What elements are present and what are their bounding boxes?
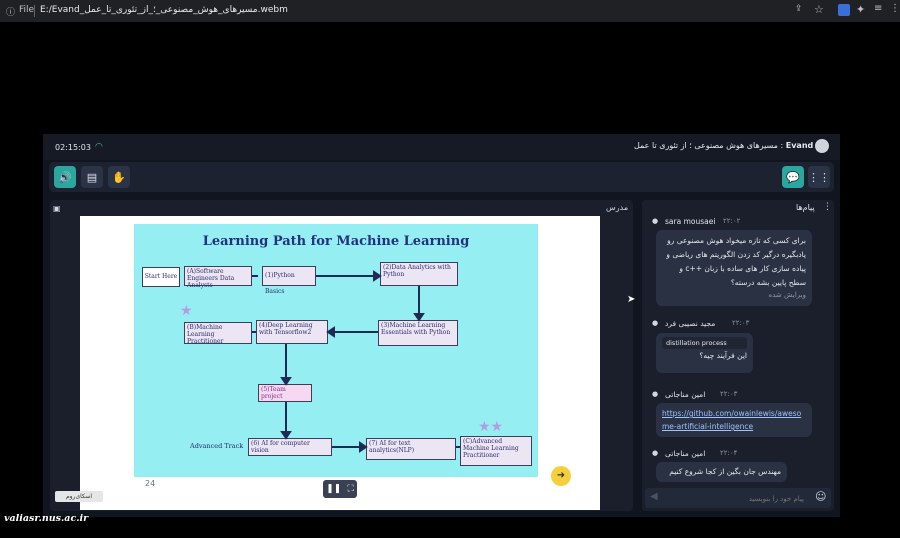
chat-menu-icon[interactable]: ⋮ [823,202,832,212]
meeting-title: Evand : مسیرهای هوش مصنوعی ؛ از تئوری تا… [634,141,814,150]
advanced-track-label: Advanced Track [190,442,244,450]
chat-link[interactable]: https://github.com/owainlewis/awesome-ar… [656,403,812,437]
message-author: امین مناجاتی [665,390,706,399]
control-toolbar [49,162,834,192]
chat-toggle-button[interactable]: 💬 [782,166,804,188]
files-button[interactable]: ▤ [81,166,103,188]
brand-name: Evand [785,141,814,150]
message-text: برای کسی که تازه میخواد هوش مصنوعی رو یا… [666,236,806,287]
step-3-box: (3)Machine Learning Essentials with Pyth… [378,320,458,346]
flow-arrows [252,270,460,453]
quoted-text: distillation process [662,337,747,349]
emoji-icon[interactable]: ☺ [815,490,827,503]
star-icon: ★★ [478,419,504,435]
extensions-puzzle-icon[interactable]: ✦ [856,3,866,16]
apps-grid-button[interactable]: ⋮⋮ [808,166,830,188]
star-icon: ★ [180,303,193,319]
hand-icon: ✋ [112,170,126,184]
chat-message: مهندس جان بگین از کجا شروع کنیم [656,462,787,482]
send-icon[interactable]: ◀ [650,491,658,502]
message-author: مجید نصیبی فرد [665,319,716,328]
chat-icon: 💬 [786,170,800,184]
next-slide-button[interactable]: ➜ [551,466,571,486]
presenter-label: مدرس [606,203,629,212]
step-c-box: (C)Advanced Machine Learning Practitione… [460,436,532,466]
slide-title: Learning Path for Machine Learning [202,234,470,249]
message-author: sara mousaei [665,217,716,226]
message-author: امین مناجاتی [665,449,706,458]
step-6-box: (6) AI for computer vision [248,438,332,456]
step-5-box: (5)Team project [258,384,312,402]
clock: 02:15:03 [55,143,91,152]
message-time: ۲۲:۰۳ [720,390,738,398]
step-7-box: (7) AI for text analytics(NLP) [366,438,456,460]
address-bar[interactable]: E:/Evand_مسیرهای_هوش_مصنوعی_؛_از_تئوری_ت… [40,5,288,15]
step-2-box: (2)Data Analytics with Python [380,262,458,286]
top-bar [43,134,840,160]
message-time: ۲۲:۰۳ [732,319,750,327]
chat-header: پیام‌ها [796,203,815,212]
user-icon: ● [652,449,659,457]
folder-icon: ▤ [86,170,98,184]
raise-hand-button[interactable]: ✋ [108,166,130,188]
file-label: File [19,5,35,15]
watermark: valiasr.nus.ac.ir [4,513,89,524]
slide: Learning Path for Machine Learning Start… [134,224,538,477]
pause-icon[interactable]: ❚❚ [326,484,342,494]
user-icon: ● [652,319,659,327]
avatar[interactable] [815,139,829,153]
page-number: 24 [145,479,156,488]
step-1-box: (1)Python Basics [262,266,316,295]
chat-message: برای کسی که تازه میخواد هوش مصنوعی رو یا… [656,230,812,306]
message-time: ۲۲:۰۲ [723,217,741,225]
chat-message: distillation process این فرآیند چیه؟ [656,333,753,373]
wifi-icon: ◠ [95,142,103,152]
skyroom-badge: اسکای‌روم [55,491,103,502]
share-icon[interactable]: ⇪ [795,4,803,14]
message-text: این فرآیند چیه؟ [699,351,747,360]
grid-icon: ⋮⋮ [808,170,830,184]
extension-icon[interactable] [838,4,850,16]
message-time: ۲۲:۰۴ [720,449,738,457]
bookmark-star-icon[interactable]: ☆ [814,3,824,16]
user-icon: ● [652,390,659,398]
info-icon[interactable]: ⓘ [6,8,16,18]
fullscreen-icon[interactable]: ⛶ [347,484,354,494]
message-input[interactable] [662,490,806,507]
start-here-box: Start Here [142,267,180,287]
reading-list-icon[interactable]: ≡ [874,3,883,14]
arrow-right-icon: ➜ [556,470,566,481]
menu-dots-icon[interactable]: ⋮ [890,3,900,14]
media-controls: ❚❚ ⛶ [323,480,357,498]
step-4-box: (4)Deep Learning with Tensorflow2 [256,320,328,344]
user-icon: ● [652,217,659,225]
step-b-box: (B)Machine Learning Practitioner [184,322,252,345]
url-separator [34,5,35,17]
step-a-box: (A)Software Engineers Data Analysts [184,266,252,289]
mouse-cursor-icon: ➤ [627,294,636,305]
panel-options-icon[interactable]: ▣ [53,204,61,213]
browser-toolbar [0,0,900,22]
speaker-icon: 🔊 [58,170,72,184]
speaker-button[interactable]: 🔊 [54,166,76,188]
edited-label: ویرایش شده [768,291,806,299]
room-title: مسیرهای هوش مصنوعی ؛ از تئوری تا عمل [634,141,778,150]
